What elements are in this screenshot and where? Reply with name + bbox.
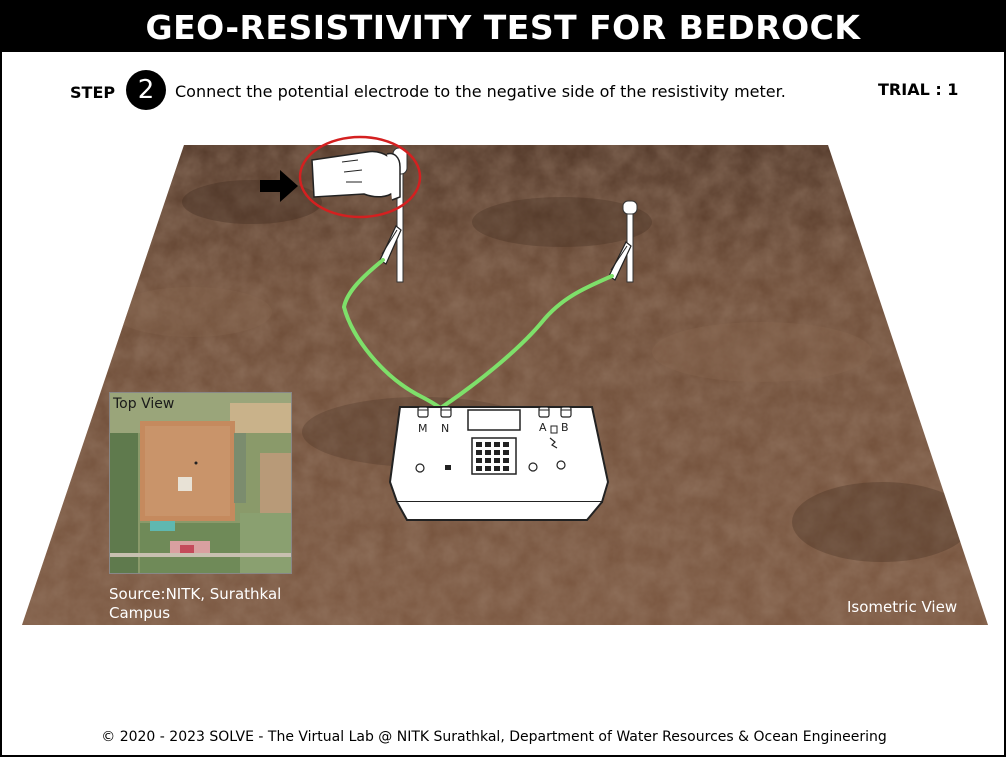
- highlight-circle: [298, 135, 422, 219]
- alligator-clip-right[interactable]: [608, 241, 632, 281]
- page-title: GEO-RESISTIVITY TEST FOR BEDROCK: [2, 2, 1004, 52]
- meter-knob[interactable]: [528, 462, 538, 472]
- trial-counter: TRIAL : 1: [878, 80, 959, 99]
- label-b: B: [561, 421, 569, 434]
- potential-electrode-right[interactable]: [622, 200, 638, 283]
- footer-copyright: © 2020 - 2023 SOLVE - The Virtual Lab @ …: [101, 729, 887, 745]
- green-wire-left: [341, 258, 444, 411]
- isometric-view-label: Isometric View: [847, 598, 958, 616]
- meter-switch-icon: [549, 437, 558, 449]
- map-source-caption: Source:NITK, Surathkal Campus: [109, 585, 282, 622]
- resistivity-meter[interactable]: M N A B: [388, 406, 610, 521]
- meter-knob[interactable]: [556, 460, 566, 470]
- step-label: STEP: [70, 83, 116, 102]
- label-a: A: [539, 421, 547, 434]
- pointer-arrow-icon: [260, 170, 298, 202]
- step-instruction-text: Connect the potential electrode to the n…: [175, 82, 786, 101]
- meter-power-switch[interactable]: [445, 465, 451, 470]
- label-m: M: [418, 422, 428, 435]
- hand-icon: [311, 150, 401, 201]
- green-wire-right: [440, 274, 614, 409]
- step-number-badge: 2: [126, 70, 166, 110]
- terminal-b[interactable]: [560, 406, 572, 418]
- meter-knob[interactable]: [415, 463, 425, 473]
- meter-keypad[interactable]: [471, 437, 517, 475]
- terminal-a[interactable]: [538, 406, 550, 418]
- step-instruction: STEP 2 Connect the potential electrode t…: [70, 70, 970, 110]
- label-n: N: [441, 422, 449, 435]
- terminal-n[interactable]: [440, 406, 452, 418]
- terminal-m[interactable]: [417, 406, 429, 418]
- top-view-map: [109, 392, 292, 574]
- meter-display: [467, 409, 521, 431]
- alligator-clip-left[interactable]: [379, 225, 402, 265]
- top-view-label: Top View: [113, 396, 175, 412]
